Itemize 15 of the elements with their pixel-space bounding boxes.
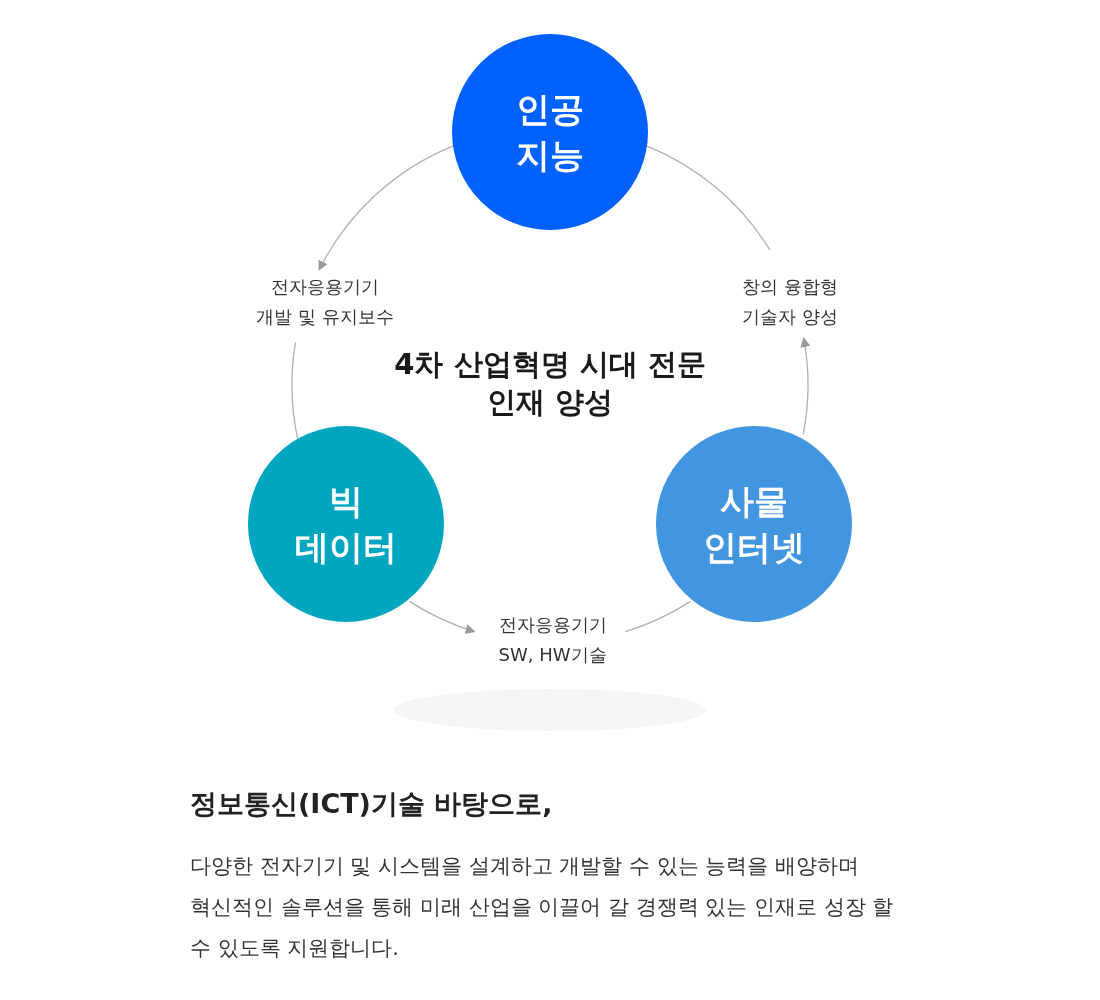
cycle-label: 전자응용기기 개발 및 유지보수 <box>240 272 410 332</box>
connector-line <box>624 600 692 633</box>
heading: 정보통신(ICT)기술 바탕으로, <box>190 787 553 821</box>
arrow <box>408 600 476 634</box>
arrow <box>318 145 455 271</box>
connector-line <box>291 341 299 440</box>
circle-node: 사물 인터넷 <box>656 426 852 622</box>
center-heading: 4차 산업혁명 시대 전문 인재 양성 <box>393 346 707 421</box>
circle-node: 빅 데이터 <box>248 426 444 622</box>
cycle-label: 창의 융합형 기술자 양성 <box>720 272 860 332</box>
description-paragraph: 다양한 전자기기 및 시스템을 설계하고 개발할 수 있는 능력을 배양하며 혁신적인 솔루션을 통해 미래 산업을 이끌어 갈 경쟁력 있는 인재로 성장 할 수 있도록 지원합니다. <box>190 853 895 962</box>
circle-node: 인공 지능 <box>452 34 648 230</box>
cycle-label: 전자응용기기 SW, HW기술 <box>480 610 625 670</box>
arrow <box>799 337 810 435</box>
connector-line <box>645 145 771 251</box>
